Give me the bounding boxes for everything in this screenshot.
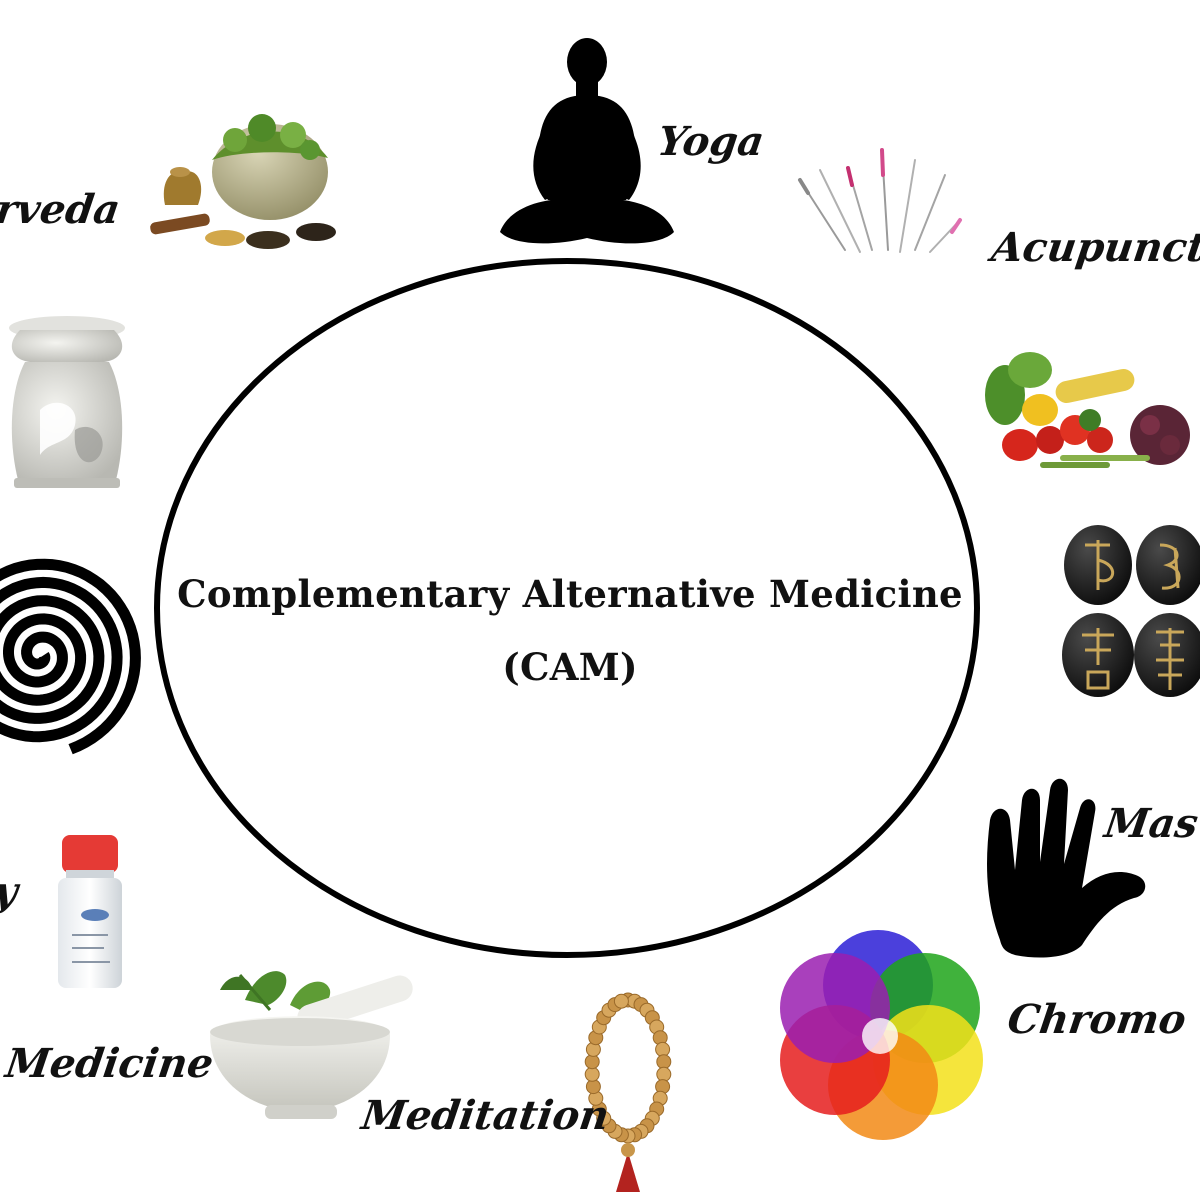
center-abbreviation: (CAM) (502, 645, 638, 689)
prayer-bead (584, 1066, 600, 1082)
oil-burner-icon (9, 316, 125, 488)
meditating-person-icon (500, 38, 674, 244)
color-wheel-icon (780, 930, 983, 1140)
label-acupuncture: Acupunctu (988, 224, 1200, 271)
spiral-icon (0, 558, 141, 755)
mortar-pestle-icon (210, 971, 413, 1119)
label-meditation: Meditation (358, 1092, 613, 1139)
prayer-beads-icon (584, 992, 672, 1192)
center-title: Complementary Alternative Medicine (177, 572, 963, 616)
acupuncture-needles-icon (798, 148, 962, 253)
label-yoga: Yoga (654, 118, 767, 165)
label-massage: Mas (1101, 800, 1200, 847)
vegetables-icon (985, 352, 1190, 468)
prayer-bead (656, 1054, 672, 1070)
center-circle (154, 258, 980, 958)
prayer-bead (613, 993, 629, 1009)
medicine-bottle-icon (58, 835, 122, 988)
label-ayurveda: rveda (0, 186, 123, 233)
hand-icon (987, 778, 1146, 958)
herbs-and-spices-icon (150, 114, 336, 249)
reiki-stones-icon (1062, 525, 1200, 697)
label-herbal-medicine: Medicine (2, 1040, 217, 1087)
label-chromotherapy: Chromo th (1004, 996, 1200, 1043)
